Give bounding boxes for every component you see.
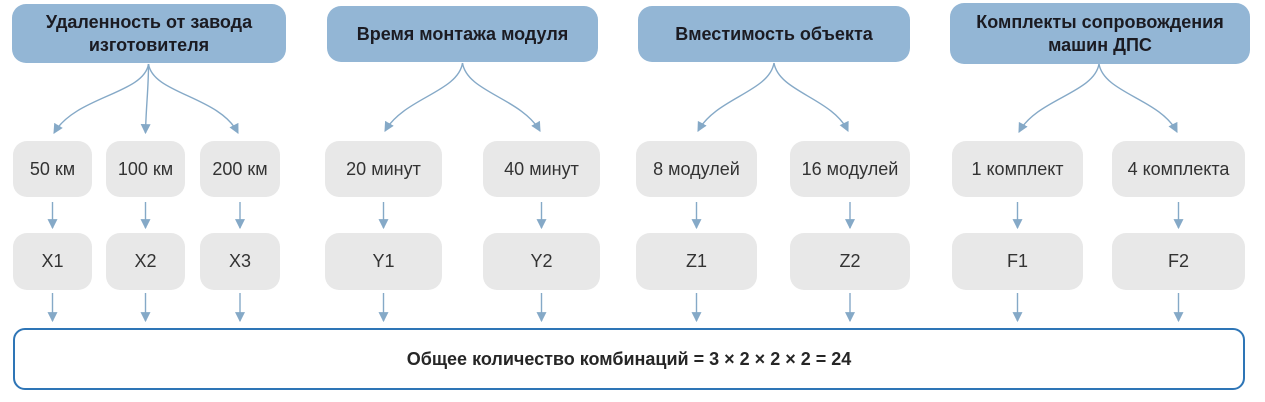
option-8modules: 8 модулей: [636, 141, 757, 197]
option-100km: 100 км: [106, 141, 185, 197]
code-z2: Z2: [790, 233, 910, 290]
total-combinations-box: Общее количество комбинаций = 3 × 2 × 2 …: [13, 328, 1245, 390]
code-x1: X1: [13, 233, 92, 290]
code-f2: F2: [1112, 233, 1245, 290]
arrow: [53, 63, 150, 134]
group-kits-branch-arrows: [1018, 63, 1178, 133]
code-x2: X2: [106, 233, 185, 290]
arrow: [1098, 63, 1178, 133]
code-y2: Y2: [483, 233, 600, 290]
group-time-branch-arrows: [384, 62, 541, 132]
group-distance-branch-arrows: [53, 63, 239, 135]
arrow: [140, 63, 151, 135]
arrow: [773, 62, 849, 132]
code-to-result-arrows: [47, 293, 1184, 323]
option-20min: 20 минут: [325, 141, 442, 197]
factor-header-distance: Удаленность от завода изготовителя: [12, 4, 286, 63]
arrow: [461, 62, 541, 132]
factor-header-install-time: Время монтажа модуля: [327, 6, 598, 62]
code-z1: Z1: [636, 233, 757, 290]
arrow: [147, 63, 239, 134]
option-4kits: 4 комплекта: [1112, 141, 1245, 197]
option-to-code-arrows: [47, 202, 1184, 230]
code-x3: X3: [200, 233, 280, 290]
option-16modules: 16 модулей: [790, 141, 910, 197]
option-1kit: 1 комплект: [952, 141, 1083, 197]
factor-header-escort-kits: Комплекты сопровождения машин ДПС: [950, 3, 1250, 64]
arrow: [697, 62, 775, 132]
option-40min: 40 минут: [483, 141, 600, 197]
code-y1: Y1: [325, 233, 442, 290]
group-capacity-branch-arrows: [697, 62, 849, 132]
code-f1: F1: [952, 233, 1083, 290]
factor-header-capacity: Вместимость объекта: [638, 6, 910, 62]
option-50km: 50 км: [13, 141, 92, 197]
option-200km: 200 км: [200, 141, 280, 197]
arrow: [1018, 63, 1100, 133]
arrow: [384, 62, 464, 132]
